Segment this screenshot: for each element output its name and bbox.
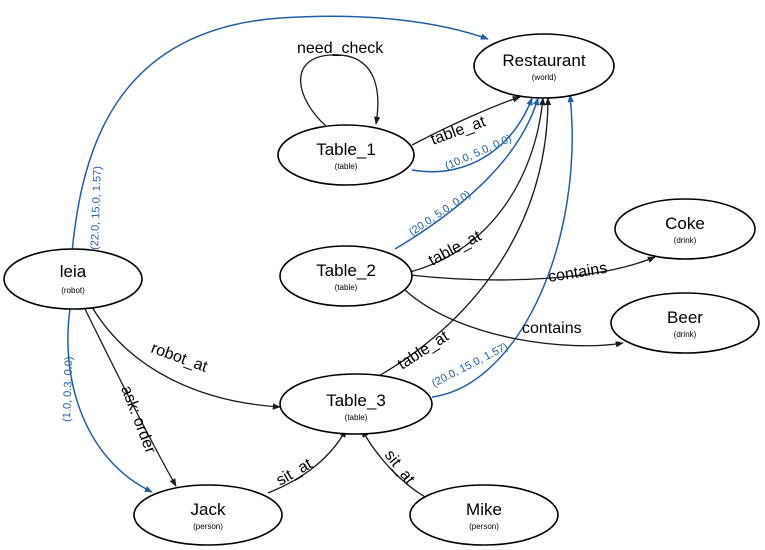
label-ask-order: ask: order [117, 383, 159, 456]
node-beer-name: Beer [667, 308, 703, 327]
node-jack-name: Jack [191, 500, 226, 519]
edge-table2-restaurant-pose [394, 97, 540, 250]
node-coke-type: (drink) [674, 236, 697, 245]
node-table1-type: (table) [335, 162, 358, 171]
node-mike: Mike (person) [409, 484, 559, 546]
node-table2-type: (table) [335, 283, 358, 292]
label-leia-pose: (22.0, 15.0, 1.57) [89, 166, 104, 250]
edge-leia-restaurant-pose [71, 15, 489, 253]
edge-table3-restaurant-at [369, 97, 552, 382]
node-leia: leia (robot) [3, 248, 143, 310]
node-leia-type: (robot) [61, 286, 85, 295]
label-table2-pose: (20.0, 5.0, 0.0) [407, 189, 473, 239]
node-restaurant-type: (world) [532, 73, 557, 82]
label-jack-pose: (1.0, 0.3, 0.0) [61, 356, 75, 422]
node-mike-type: (person) [469, 522, 499, 531]
edge-need-check-loop [299, 54, 381, 127]
node-leia-name: leia [60, 262, 87, 281]
node-table1: Table_1 (table) [277, 124, 415, 186]
node-table3-name: Table_3 [326, 391, 386, 410]
node-coke-name: Coke [665, 214, 705, 233]
edge-table2-coke-contains [409, 256, 656, 281]
node-mike-name: Mike [466, 500, 502, 519]
node-table2-name: Table_2 [316, 261, 376, 280]
node-beer-type: (drink) [674, 330, 697, 339]
node-restaurant-name: Restaurant [502, 51, 585, 70]
edge-table1-restaurant-pose [411, 97, 533, 173]
label-mike-sit-at: sit_at [381, 447, 418, 488]
node-table2: Table_2 (table) [279, 245, 413, 307]
edge-table3-restaurant-pose [431, 94, 574, 398]
edge-table2-restaurant-at [409, 97, 546, 273]
node-jack-type: (person) [193, 522, 223, 531]
edge-table2-beer-contains [404, 289, 624, 348]
label-robot-at: robot_at [149, 340, 211, 376]
edge-mike-table3-sit-at [361, 429, 426, 498]
edge-jack-table3-sit-at [267, 429, 347, 494]
node-jack: Jack (person) [133, 484, 283, 546]
node-table1-name: Table_1 [316, 140, 376, 159]
node-restaurant: Restaurant (world) [473, 33, 615, 99]
node-table3: Table_3 (table) [279, 373, 433, 435]
label-jack-sit-at: sit_at [274, 455, 316, 489]
label-table1-at: table_at [429, 113, 489, 149]
label-table3-at: table_at [395, 328, 452, 374]
label-contains-coke: contains [547, 260, 609, 286]
edge-table1-restaurant-at [411, 96, 521, 146]
edges [67, 15, 656, 498]
label-need-check: need_check [297, 40, 384, 57]
label-table2-at: table_at [426, 228, 485, 270]
label-contains-beer: contains [522, 320, 582, 337]
edge-leia-jack-pose [67, 308, 153, 493]
node-coke: Coke (drink) [614, 198, 756, 260]
edge-leia-jack-ask [84, 308, 177, 487]
node-table3-type: (table) [345, 413, 368, 422]
edge-leia-table3-robot-at [91, 306, 281, 410]
node-beer: Beer (drink) [610, 292, 760, 354]
